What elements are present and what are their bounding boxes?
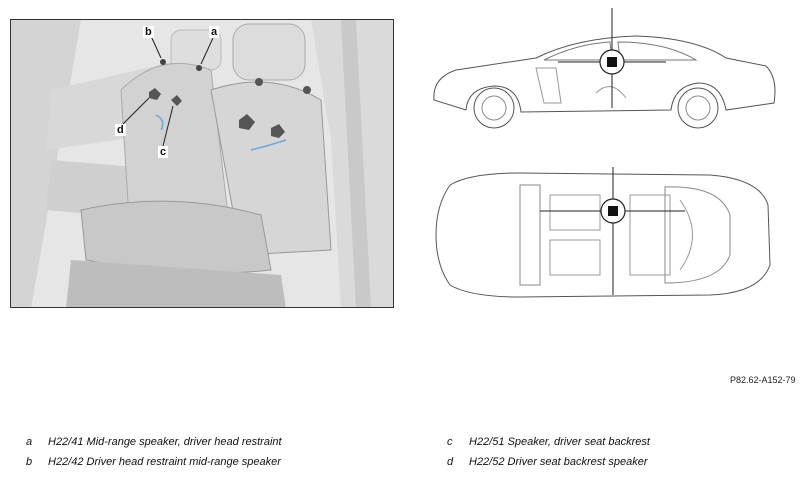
callout-d: d bbox=[115, 124, 126, 136]
legend-item-a: a H22/41 Mid-range speaker, driver head r… bbox=[26, 436, 282, 448]
legend-letter: c bbox=[447, 436, 453, 448]
legend-letter: b bbox=[26, 456, 33, 468]
legend-text: H22/42 Driver head restraint mid-range s… bbox=[48, 456, 281, 468]
legend-text: H22/51 Speaker, driver seat backrest bbox=[469, 436, 650, 448]
legend-letter: a bbox=[26, 436, 33, 448]
car-side-view-diagram bbox=[433, 8, 776, 129]
legend-text: H22/41 Mid-range speaker, driver head re… bbox=[48, 436, 282, 448]
car-top-view-diagram bbox=[435, 167, 771, 298]
callout-a: a bbox=[209, 26, 220, 38]
legend-text: H22/52 Driver seat backrest speaker bbox=[469, 456, 648, 468]
legend-item-d: d H22/52 Driver seat backrest speaker bbox=[447, 456, 648, 468]
legend-item-c: c H22/51 Speaker, driver seat backrest bbox=[447, 436, 650, 448]
legend-item-b: b H22/42 Driver head restraint mid-range … bbox=[26, 456, 281, 468]
legend-letter: d bbox=[447, 456, 454, 468]
seat-interior-illustration: b a d c bbox=[10, 19, 394, 308]
figure-reference-code: P82.62-A152-79 bbox=[730, 375, 796, 385]
callout-b: b bbox=[143, 26, 154, 38]
callout-c: c bbox=[158, 146, 169, 158]
